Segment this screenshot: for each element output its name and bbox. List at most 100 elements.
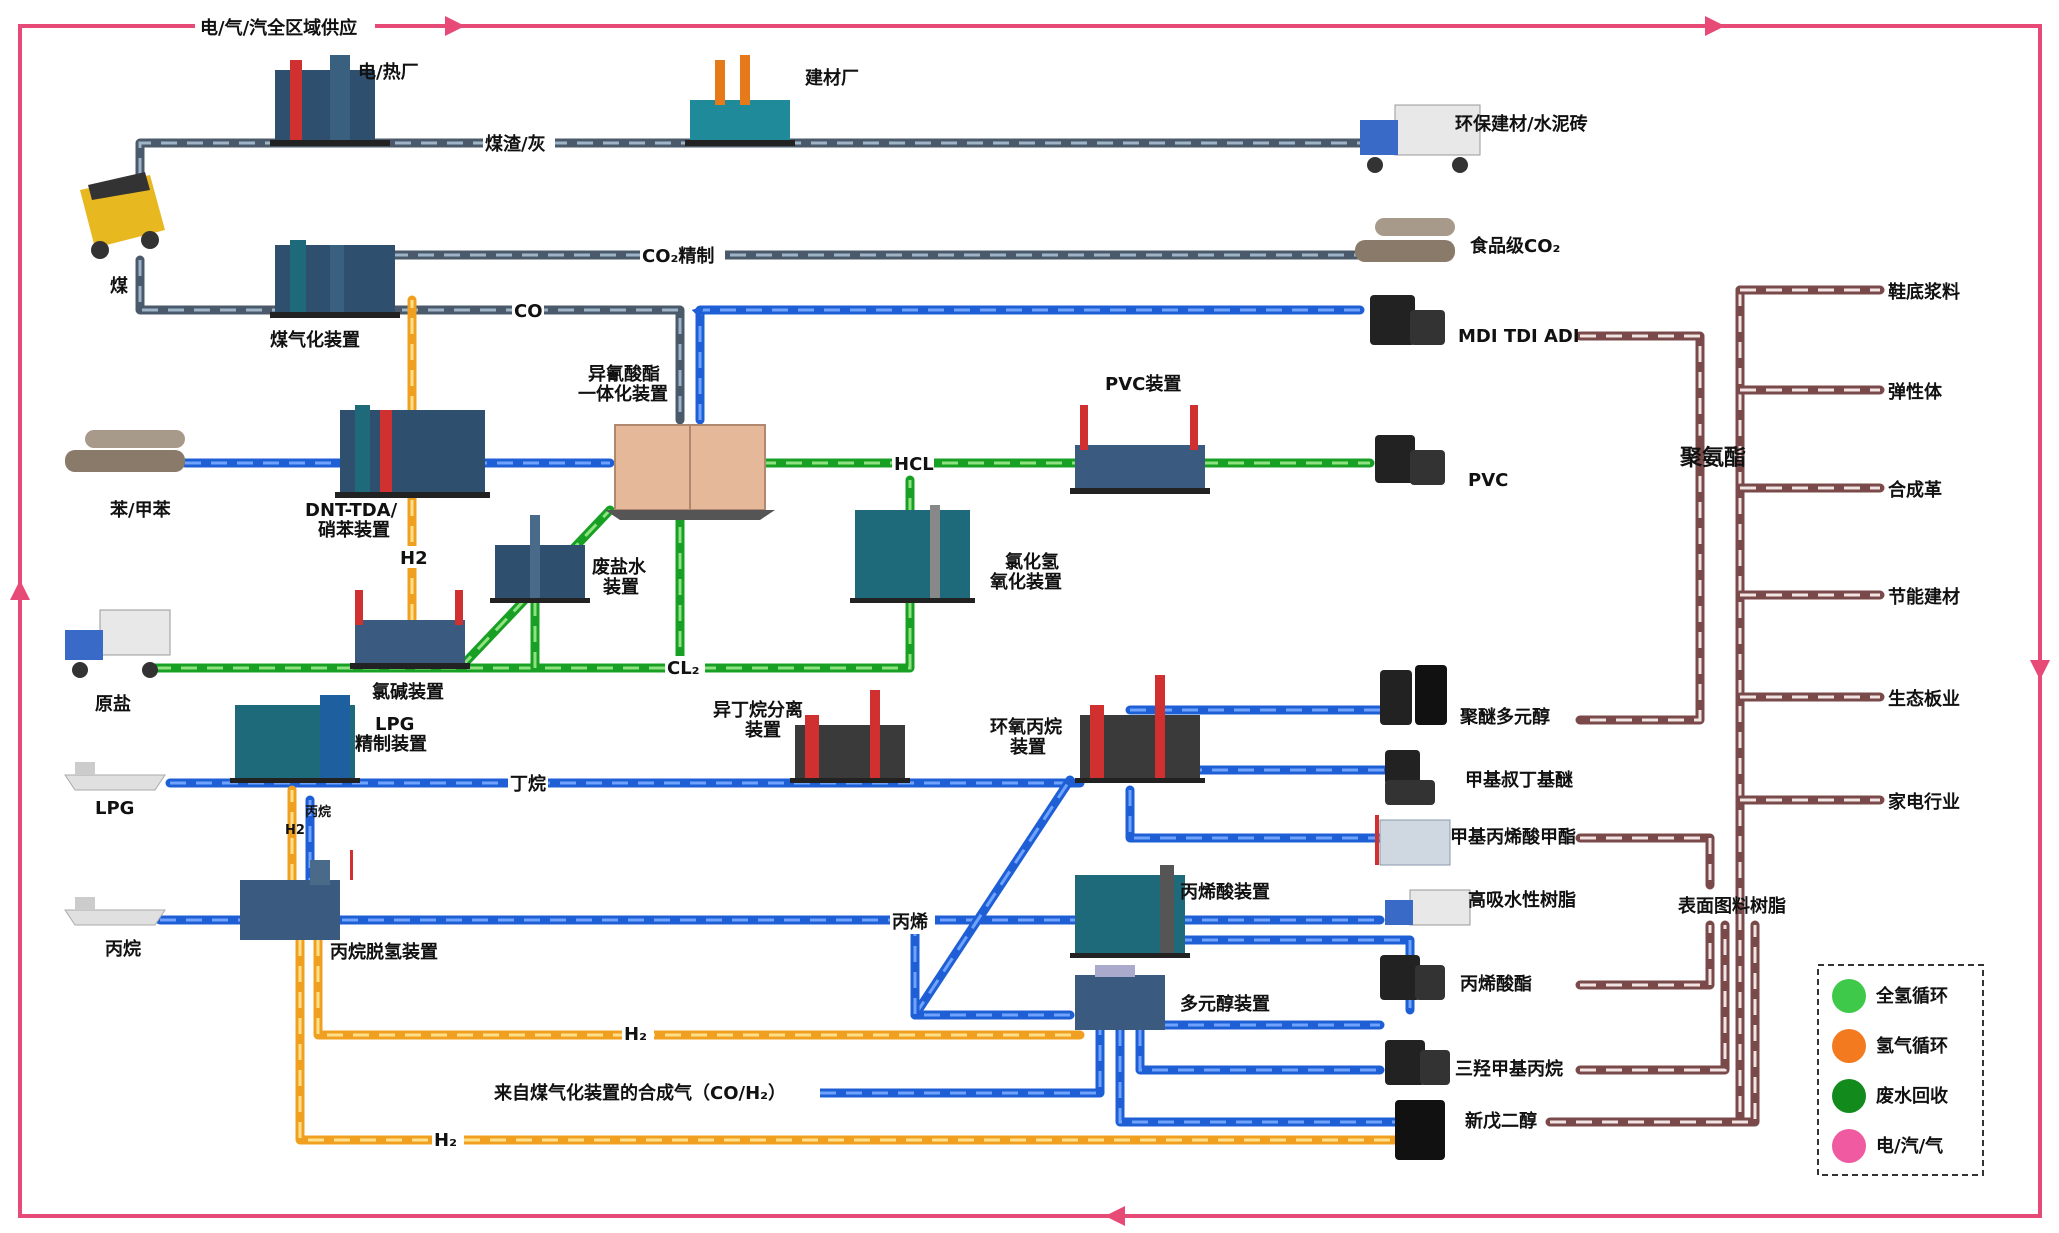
- benzene-label: 苯/甲苯: [109, 499, 172, 521]
- eco-building-truck-icon: [1360, 104, 1481, 173]
- lpg-refining-label-line2: 精制装置: [355, 733, 427, 755]
- co-flow-label: CO: [514, 301, 543, 322]
- polyether-label: 聚醚多元醇: [1459, 706, 1550, 728]
- orange-pipes: [287, 295, 1400, 1145]
- lpg-label: LPG: [95, 798, 134, 819]
- isobutane-label-line1: 异丁烷分离: [713, 699, 803, 721]
- salt-truck-icon: [65, 609, 171, 678]
- legend-label: 全氢循环: [1875, 985, 1948, 1007]
- syngas-flow-label: 来自煤气化装置的合成气（CO/H₂）: [493, 1082, 786, 1104]
- mma-label: 甲基丙烯酸甲酯: [1450, 826, 1576, 848]
- hcl-oxidation-label-line2: 氧化装置: [989, 571, 1062, 593]
- tmp-label: 三羟甲基丙烷: [1455, 1058, 1563, 1080]
- waste-brine-plant-icon: [490, 515, 590, 603]
- mdi-label: MDI TDI ADI: [1458, 326, 1580, 347]
- propane-small-label: 丙烷: [305, 804, 331, 820]
- legend-swatch: [1832, 1079, 1866, 1113]
- hcl-flow-label: HCL: [894, 454, 934, 475]
- mma-plant-icon: [1375, 815, 1451, 866]
- pvc-drum-icon: [1375, 435, 1445, 485]
- dnt-label-line2: 硝苯装置: [318, 519, 390, 541]
- coating-resin-label: 表面图料树脂: [1678, 895, 1786, 917]
- pdh-plant-icon: [240, 850, 353, 940]
- food-co2-label: 食品级CO₂: [1469, 235, 1560, 257]
- polyol-plant-icon: [1075, 965, 1165, 1030]
- h2-b-flow-label: H₂: [434, 1130, 457, 1151]
- isobutane-label-line2: 装置: [745, 719, 781, 741]
- coal-label: 煤: [110, 275, 128, 297]
- epoxy-label-line1: 环氧丙烷: [990, 716, 1062, 738]
- pdh-plant-label: 丙烷脱氢装置: [330, 941, 438, 963]
- h2-a-flow-label: H₂: [624, 1024, 647, 1045]
- npg-drum-icon: [1395, 1100, 1445, 1160]
- polyurethane-label: 聚氨酯: [1679, 445, 1746, 471]
- appliance-label: 家电行业: [1888, 791, 1960, 813]
- hcl-oxidation-label-line1: 氯化氢: [1005, 551, 1059, 573]
- propane-ship-icon: [64, 897, 166, 926]
- h2-small-label: H2: [285, 823, 305, 838]
- hcl-oxidation-plant-icon: [850, 505, 975, 603]
- elastomer-label: 弹性体: [1888, 381, 1943, 403]
- food-co2-pipe-icon: [1355, 218, 1455, 262]
- sap-label: 高吸水性树脂: [1468, 889, 1576, 911]
- eco-board-label: 生态板业: [1888, 688, 1960, 710]
- cl2-flow-label: CL₂: [667, 658, 700, 679]
- acrylic-plant-label: 丙烯酸装置: [1180, 881, 1270, 903]
- building-plant-icon: [685, 55, 795, 146]
- brine-label-line1: 废盐水: [592, 556, 647, 578]
- acrylate-label: 丙烯酸酯: [1460, 973, 1532, 995]
- legend-label: 氢气循环: [1876, 1035, 1948, 1057]
- epoxy-label-line2: 装置: [1010, 736, 1046, 758]
- tmp-drum-icon: [1385, 1040, 1450, 1085]
- isobutane-plant-icon: [790, 690, 910, 783]
- pvc-plant-icon: [1070, 405, 1210, 494]
- legend-swatch: [1832, 979, 1866, 1013]
- isocyanate-label-line2: 一体化装置: [578, 383, 668, 405]
- border-label: 电/气/汽全区域供应: [200, 17, 357, 39]
- utility-border-loop: [10, 16, 2050, 1226]
- sap-truck-icon: [1385, 889, 1471, 926]
- co2-flow-label: CO₂精制: [642, 245, 714, 267]
- brine-label-line2: 装置: [603, 576, 639, 598]
- h2-up-flow-label: H2: [400, 548, 428, 569]
- lpg-refining-plant-icon: [230, 695, 360, 783]
- gasifier-icon: [270, 240, 400, 318]
- propane-label: 丙烷: [105, 938, 141, 960]
- isocyanate-unit-icon: [605, 424, 775, 520]
- chlor-alkali-label: 氯碱装置: [372, 681, 444, 703]
- epoxy-propane-plant-icon: [1075, 675, 1205, 783]
- dnt-plant-icon: [335, 405, 490, 498]
- npg-label: 新戊二醇: [1465, 1110, 1537, 1132]
- salt-label: 原盐: [95, 693, 131, 715]
- eco-building-label: 环保建材/水泥砖: [1455, 113, 1588, 135]
- coal-pipes: [135, 138, 1365, 425]
- mdi-drum-icon: [1370, 295, 1445, 345]
- shoe-sole-label: 鞋底浆料: [1888, 281, 1960, 303]
- legend-label: 电/汽/气: [1876, 1135, 1943, 1157]
- dnt-label-line1: DNT-TDA/: [305, 500, 398, 521]
- lpg-ship-icon: [64, 762, 166, 791]
- building-plant-label: 建材厂: [805, 67, 859, 89]
- energy-building-label: 节能建材: [1888, 586, 1960, 608]
- acrylate-drum-icon: [1380, 955, 1445, 1000]
- polyol-plant-label: 多元醇装置: [1180, 993, 1270, 1015]
- legend-label: 废水回收: [1876, 1085, 1948, 1107]
- legend-swatch: [1832, 1029, 1866, 1063]
- slag-flow-label: 煤渣/灰: [485, 133, 546, 155]
- power-plant-icon: [270, 55, 390, 146]
- mtbe-label: 甲基叔丁基醚: [1465, 769, 1573, 791]
- synthetic-leather-label: 合成革: [1888, 479, 1942, 501]
- mtbe-drum-icon: [1385, 750, 1435, 805]
- border-label-bg: [195, 14, 375, 40]
- polyether-drum-icon: [1380, 665, 1447, 725]
- gasifier-label: 煤气化装置: [270, 329, 360, 351]
- isocyanate-label-line1: 异氰酸酯: [588, 363, 660, 385]
- lpg-refining-label-line1: LPG: [375, 714, 414, 735]
- coal-truck-icon: [80, 172, 165, 259]
- butane-flow-label: 丁烷: [510, 773, 546, 795]
- product-lines: [1545, 285, 1885, 1127]
- acrylic-plant-icon: [1070, 865, 1190, 958]
- chlor-alkali-plant-icon: [350, 590, 470, 669]
